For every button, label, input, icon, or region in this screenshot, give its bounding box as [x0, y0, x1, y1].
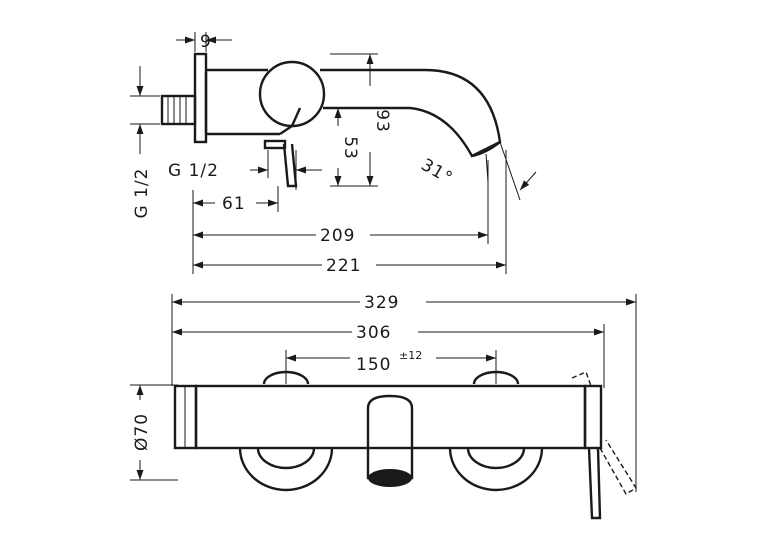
dim-61-label: 61 — [222, 194, 246, 214]
dim-150-tolerance: ±12 — [399, 349, 422, 362]
lever-neck — [279, 107, 302, 135]
dim-angle-label: 31° — [418, 155, 457, 189]
right-flange-top — [472, 370, 520, 385]
lever-rotated — [571, 371, 637, 495]
dim-diameter-label: Ø70 — [132, 413, 152, 451]
lever — [282, 143, 298, 188]
dim-53-label: 53 — [340, 136, 360, 160]
spout-outlet — [368, 469, 412, 487]
thread-lines — [167, 96, 187, 124]
dim-inlet-label: G 1/2 — [132, 168, 152, 219]
dim-outlet-label: G 1/2 — [168, 161, 219, 181]
left-flange — [238, 447, 334, 492]
handle-knob — [258, 60, 326, 128]
spout-top — [366, 394, 414, 448]
dim-209-label: 209 — [320, 226, 355, 246]
dim-221-label: 221 — [326, 256, 361, 276]
dim-93-label: 93 — [372, 109, 392, 133]
lever-handle — [587, 447, 602, 520]
right-end-cap — [583, 384, 603, 450]
dim-9-label: 9 — [200, 32, 212, 52]
left-flange-top — [262, 370, 310, 385]
side-view: 9 93 53 31° G 1/2 G 1/2 — [130, 32, 537, 276]
lever-base — [263, 139, 287, 150]
top-view: 329 306 150 ±12 Ø70 — [130, 293, 637, 520]
dim-306-label: 306 — [356, 323, 391, 343]
dim-150-label: 150 — [356, 355, 391, 375]
wall-plate — [193, 52, 208, 144]
right-flange — [448, 447, 544, 492]
dim-329-label: 329 — [364, 293, 399, 313]
spout — [320, 68, 502, 158]
mixer-body — [206, 68, 280, 136]
thread-connector — [160, 94, 197, 126]
